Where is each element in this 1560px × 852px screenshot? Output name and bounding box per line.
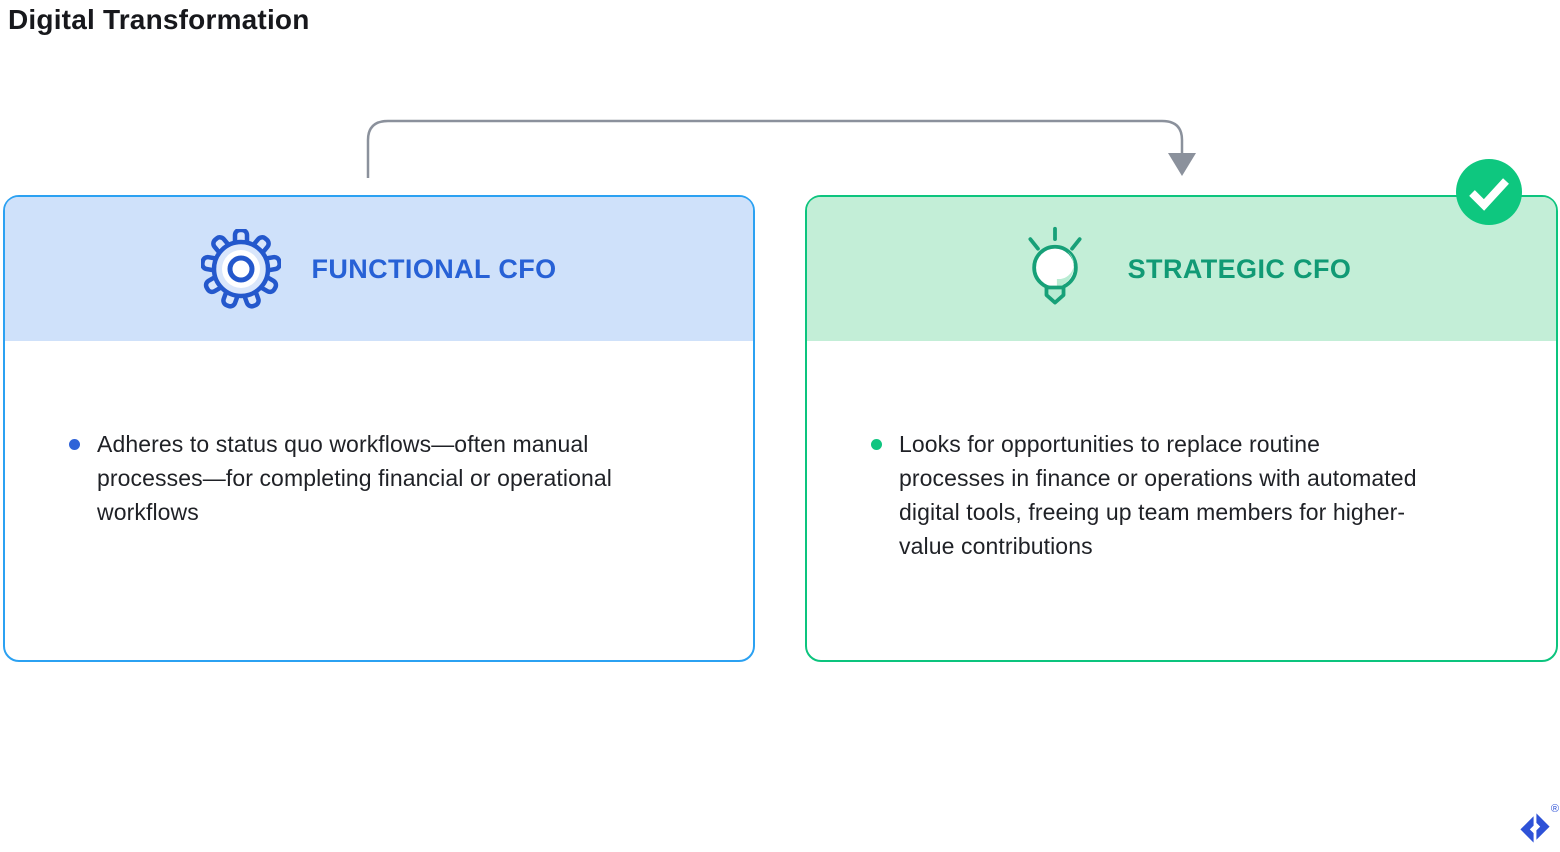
strategic-cfo-body: Looks for opportunities to replace routi… [807,341,1556,563]
flow-arrow [366,119,1196,178]
toptal-logo: ® [1519,804,1559,850]
functional-cfo-header: FUNCTIONAL CFO [5,197,753,341]
gear-icon [201,229,282,309]
bullet-text: Looks for opportunities to replace routi… [899,431,1417,559]
selected-badge [1456,159,1522,225]
functional-cfo-label: FUNCTIONAL CFO [311,253,557,284]
functional-cfo-body: Adheres to status quo workflows—often ma… [5,341,753,529]
page-title: Digital Transformation [8,4,310,35]
functional-cfo-card: FUNCTIONAL CFO Adheres to status quo wor… [3,195,755,662]
list-item: Looks for opportunities to replace routi… [871,427,1526,563]
bullet-dot [69,439,80,450]
bullet-text: Adheres to status quo workflows—often ma… [97,431,612,525]
lightbulb-icon [1028,226,1082,305]
bullet-dot [871,439,882,450]
check-icon [1469,178,1509,211]
list-item: Adheres to status quo workflows—often ma… [69,427,723,529]
strategic-cfo-header: STRATEGIC CFO [807,197,1556,341]
strategic-cfo-label: STRATEGIC CFO [1127,253,1352,284]
toptal-mark-icon [1520,813,1550,843]
registered-mark: ® [1550,803,1559,815]
arrowhead-icon [1168,153,1196,176]
strategic-cfo-card: STRATEGIC CFO Looks for opportunities to… [805,195,1558,662]
